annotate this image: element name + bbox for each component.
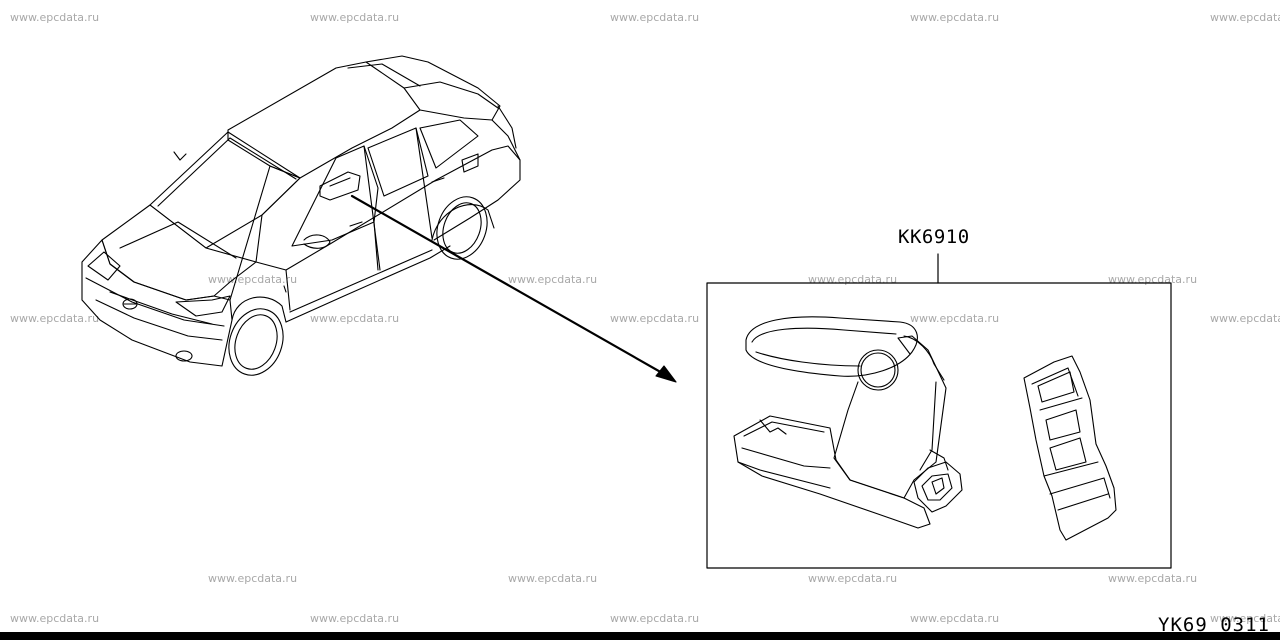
watermark: www.epcdata.ru	[910, 11, 1000, 24]
watermark: www.epcdata.ru	[1210, 612, 1280, 625]
drawing-id-label: YK69 0311	[1158, 614, 1270, 636]
mounting-bracket-part	[1023, 355, 1117, 541]
watermark: www.epcdata.ru	[310, 312, 400, 325]
watermark: www.epcdata.ru	[508, 572, 598, 585]
watermark: www.epcdata.ru	[910, 612, 1000, 625]
armrest-console-part	[733, 316, 963, 529]
car-illustration	[81, 55, 521, 376]
part-callout	[706, 253, 1172, 569]
watermark: www.epcdata.ru	[610, 11, 700, 24]
watermark: www.epcdata.ru	[310, 612, 400, 625]
watermark: www.epcdata.ru	[1210, 11, 1280, 24]
watermark: www.epcdata.ru	[10, 11, 100, 24]
watermark: www.epcdata.ru	[1108, 572, 1198, 585]
watermark: www.epcdata.ru	[1210, 312, 1280, 325]
watermark: www.epcdata.ru	[208, 273, 298, 286]
watermark: www.epcdata.ru	[508, 273, 598, 286]
watermark: www.epcdata.ru	[310, 11, 400, 24]
watermark: www.epcdata.ru	[910, 312, 1000, 325]
watermark: www.epcdata.ru	[808, 572, 898, 585]
bottom-border	[0, 632, 1280, 640]
watermark: www.epcdata.ru	[208, 572, 298, 585]
watermark: www.epcdata.ru	[610, 312, 700, 325]
part-code-label: KK6910	[898, 226, 970, 248]
leader-arrow	[350, 194, 677, 383]
watermark: www.epcdata.ru	[10, 612, 100, 625]
watermark: www.epcdata.ru	[10, 312, 100, 325]
watermark: www.epcdata.ru	[610, 612, 700, 625]
